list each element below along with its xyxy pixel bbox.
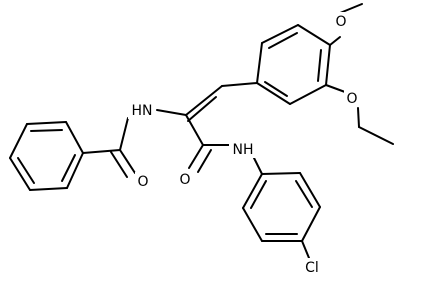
bond	[289, 84, 327, 105]
bond	[329, 36, 341, 46]
bond	[301, 240, 310, 259]
atom-label-chlorine: Cl	[305, 260, 319, 276]
bond	[185, 85, 223, 116]
atom-label-oxygen-methoxy: O	[335, 14, 346, 30]
bond	[250, 180, 267, 209]
atom-label-oxygen-ethoxy: O	[346, 91, 357, 107]
bond	[29, 187, 68, 191]
bond	[339, 3, 363, 14]
bond	[256, 42, 263, 84]
bond	[358, 126, 394, 145]
bond	[185, 114, 204, 146]
atom-label-oxygen-benzoyl: O	[137, 174, 148, 190]
bond	[301, 206, 321, 242]
bond	[119, 117, 129, 151]
bond	[26, 121, 67, 125]
bond	[66, 152, 84, 189]
bond	[9, 157, 31, 191]
bond	[61, 154, 76, 182]
bond	[9, 123, 28, 159]
bond	[242, 207, 263, 242]
bond	[187, 96, 217, 122]
bond	[253, 157, 263, 175]
bond	[261, 24, 299, 44]
bond	[317, 49, 322, 82]
bond	[325, 84, 346, 93]
bond	[197, 149, 212, 173]
bond	[221, 82, 258, 87]
bonds	[9, 3, 394, 259]
bond	[261, 172, 301, 175]
bond	[65, 121, 84, 154]
bond	[297, 24, 331, 46]
bond	[299, 172, 321, 208]
bond	[325, 44, 331, 86]
bond	[242, 173, 263, 209]
bond	[110, 151, 128, 178]
bond	[264, 81, 288, 97]
bond	[256, 82, 291, 105]
atom-label-amide-nh-left: HN	[132, 103, 153, 119]
bond	[295, 180, 313, 208]
bond	[119, 149, 136, 174]
bond	[17, 157, 35, 184]
bond	[82, 149, 121, 154]
atom-label-oxygen-amide: O	[179, 172, 190, 188]
bond	[30, 129, 63, 132]
bond	[156, 109, 187, 116]
atom-labels: O O HN O O NH Cl	[128, 12, 360, 276]
bond	[357, 107, 360, 128]
bond	[268, 32, 298, 49]
atom-label-anilide-nh: NH	[233, 142, 254, 158]
bond	[188, 144, 204, 169]
